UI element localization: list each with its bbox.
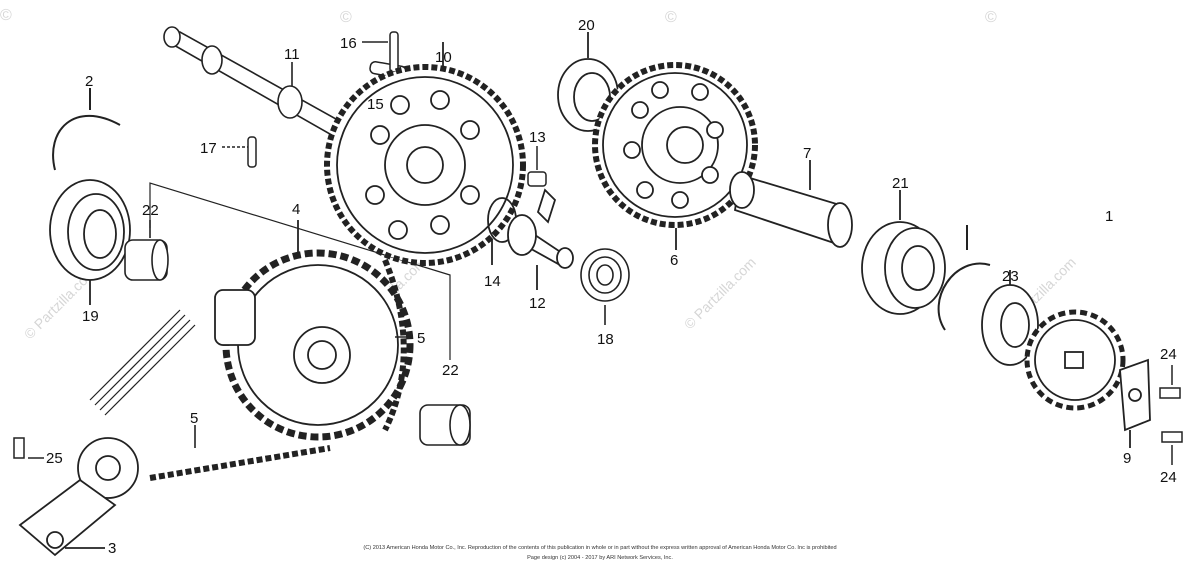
callouts: 11 16 15 10 20 2 17 13 7 21 22 4 1 14 12…: [46, 17, 1177, 557]
callout-24a: 24: [1160, 346, 1177, 363]
bolt-24b: [1161, 431, 1183, 465]
callout-14: 14: [484, 273, 501, 290]
callout-23: 23: [1002, 268, 1019, 285]
callout-20: 20: [578, 17, 595, 34]
gear-10: [324, 42, 526, 266]
spindle-12: [507, 188, 574, 290]
needle-bearing-22b: [419, 404, 471, 446]
seal-23: [981, 270, 1039, 366]
callout-19: 19: [82, 308, 99, 325]
callout-18: 18: [597, 331, 614, 348]
watermark-corner: ©: [0, 7, 12, 24]
callout-15: 15: [367, 96, 384, 113]
sprocket-4: [214, 220, 414, 441]
drive-sprocket: [1024, 309, 1126, 411]
spring-18: [580, 248, 630, 325]
callout-13: 13: [529, 129, 546, 146]
plate-9: [1119, 358, 1151, 448]
chain-guide-lines: [89, 309, 196, 416]
circlip-1: [937, 225, 991, 331]
callout-7: 7: [803, 145, 811, 162]
tensioner-3: [18, 437, 139, 557]
bolt-24a: [1159, 365, 1181, 399]
callout-24b: 24: [1160, 469, 1177, 486]
leader-bracket-22: [149, 182, 451, 360]
callout-3: 3: [108, 540, 116, 557]
callout-22a: 22: [142, 202, 159, 219]
footer: (C) 2013 American Honda Motor Co., Inc. …: [363, 545, 836, 561]
callout-10: 10: [435, 49, 452, 66]
watermark-corner: ©: [340, 9, 352, 26]
gear-6: [592, 62, 758, 250]
callout-12: 12: [529, 295, 546, 312]
callout-5b: 5: [190, 410, 198, 427]
callout-21: 21: [892, 175, 909, 192]
watermark-corner: ©: [985, 9, 997, 26]
callout-11: 11: [284, 46, 300, 63]
callout-2: 2: [85, 73, 93, 90]
sleeve-7: [729, 160, 853, 248]
callout-16: 16: [340, 35, 357, 52]
footer-page-design: Page design (c) 2004 - 2017 by ARI Netwo…: [527, 555, 673, 561]
pin-17: [222, 136, 257, 168]
callout-25: 25: [46, 450, 63, 467]
bearing-21: [861, 190, 946, 315]
callout-5a: 5: [417, 330, 425, 347]
chain-5: [149, 258, 412, 481]
clip-13: [527, 146, 547, 187]
callout-6: 6: [670, 252, 678, 269]
bolt-25: [13, 437, 44, 459]
callout-1: 1: [1105, 208, 1113, 225]
watermark-corner: ©: [665, 9, 677, 26]
footer-copyright: (C) 2013 American Honda Motor Co., Inc. …: [363, 545, 836, 551]
needle-bearing-22a: [124, 220, 169, 281]
callout-9: 9: [1123, 450, 1131, 467]
bearing-19: [49, 179, 131, 305]
circlip-2: [52, 88, 121, 171]
callout-17: 17: [200, 140, 217, 157]
callout-4: 4: [292, 201, 300, 218]
pin-16: [362, 31, 399, 73]
callout-22b: 22: [442, 362, 459, 379]
watermark-text: © Partzilla.com: [681, 254, 759, 332]
shaft-11: [163, 26, 372, 153]
